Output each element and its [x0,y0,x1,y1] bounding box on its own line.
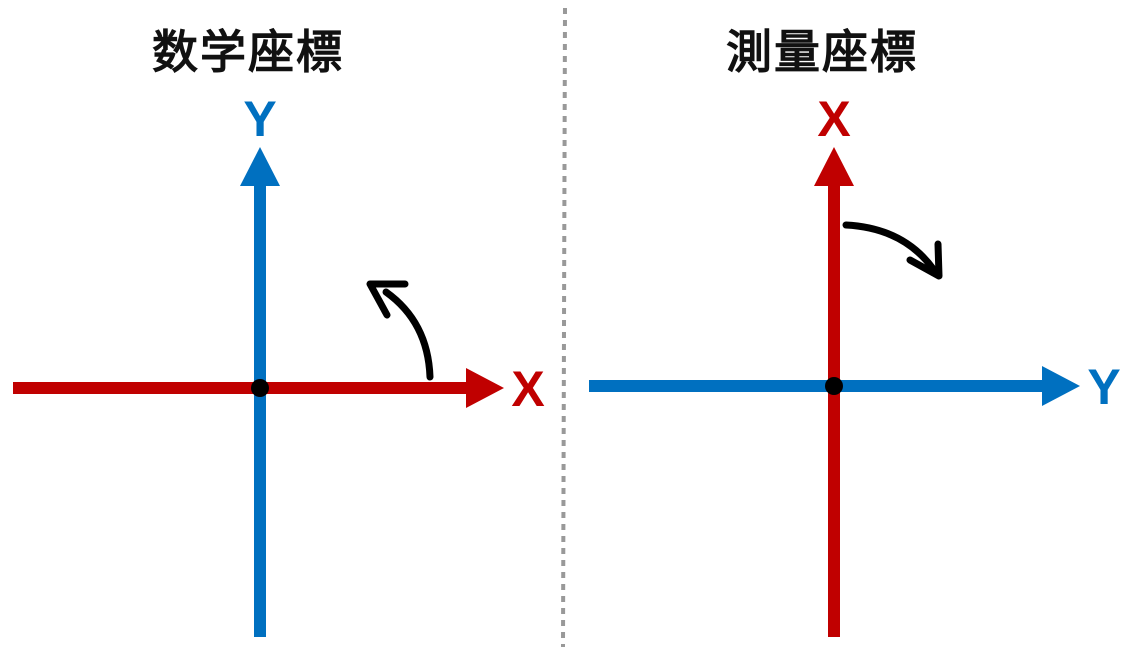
clockwise-arrow-head [906,240,943,280]
survey-y-label: Y [1087,359,1120,415]
math-x-label: X [511,361,544,417]
math-origin-dot [251,379,269,397]
survey-coordinates-panel: X Y [589,91,1121,637]
survey-y-axis-arrowhead [1042,366,1080,406]
survey-origin-dot [825,377,843,395]
math-x-axis-arrowhead [466,368,504,408]
counterclockwise-arrow-head [366,280,409,319]
math-y-label: Y [243,91,276,147]
math-coordinates-title: 数学座標 [152,25,344,79]
math-coordinates-panel: Y X [13,91,545,637]
counterclockwise-rotation-arrow [382,288,434,381]
clockwise-rotation-arrow [842,221,938,274]
panel-divider [561,7,567,647]
survey-x-label: X [817,91,850,147]
math-y-axis-arrowhead [240,147,280,186]
survey-x-axis-arrowhead [814,147,854,186]
survey-coordinates-title: 測量座標 [726,25,918,79]
